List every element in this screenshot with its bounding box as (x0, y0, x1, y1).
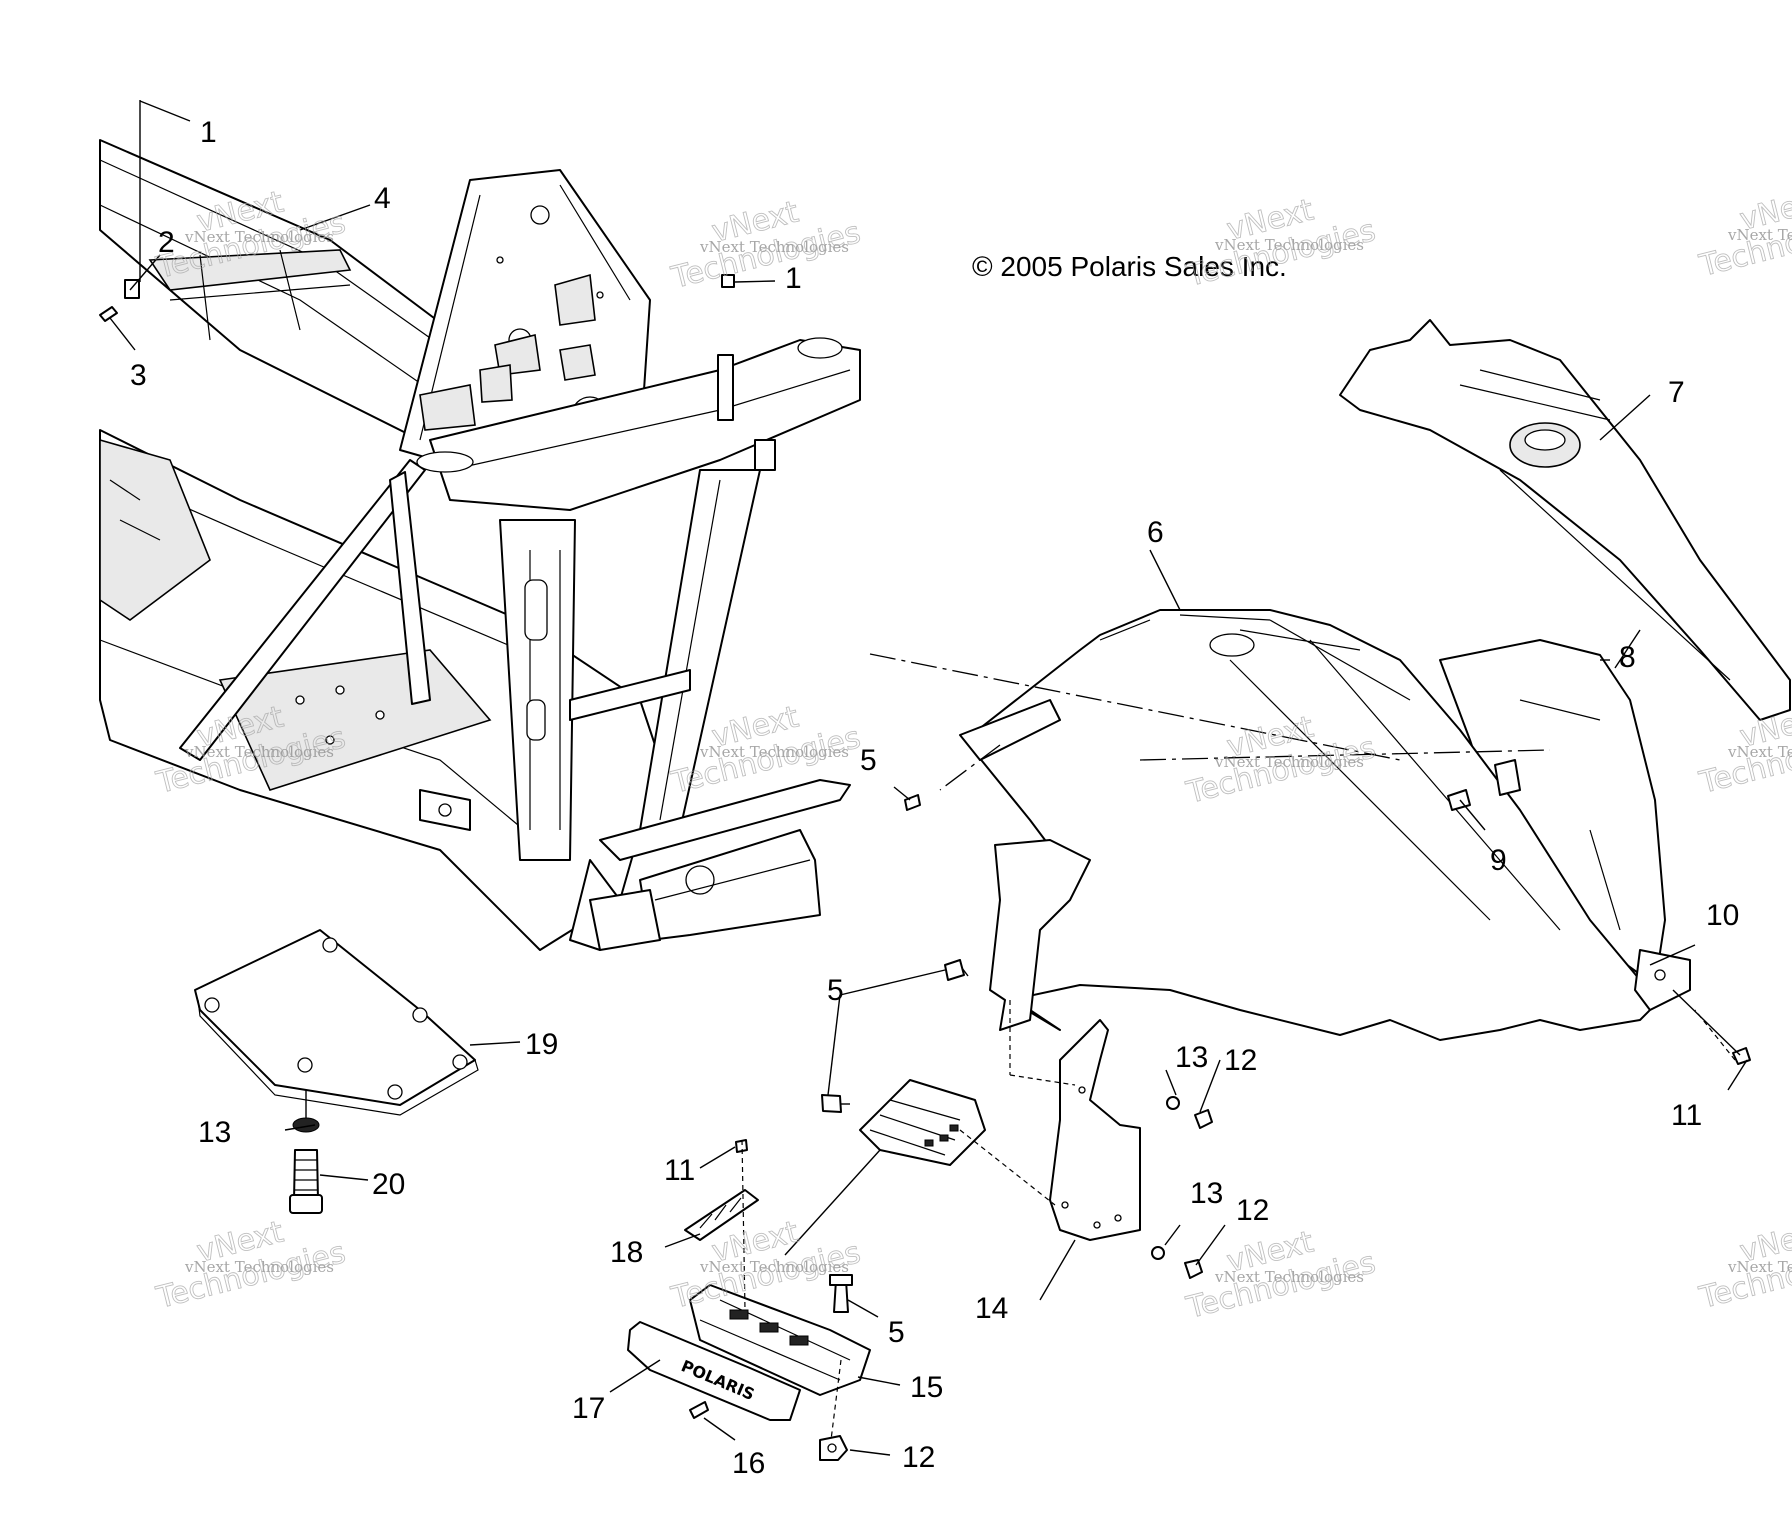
svg-text:vNext Technologies: vNext Technologies (1214, 236, 1364, 254)
watermark-stamp: vNext Technologies vNext Technologies (152, 1214, 349, 1316)
leader-lines (109, 100, 1748, 1456)
frame-assembly (99, 139, 861, 951)
callout-9: 9 (1490, 844, 1507, 877)
callout-7: 7 (1668, 376, 1685, 409)
callout-10: 10 (1706, 899, 1739, 932)
callout-15: 15 (910, 1371, 943, 1404)
callout-3: 3 (130, 359, 147, 392)
callout-1: 1 (785, 262, 802, 295)
skid-plate (194, 929, 479, 1116)
callout-4: 4 (374, 182, 391, 215)
callout-13: 13 (1190, 1177, 1223, 1210)
svg-text:vNext Technologies: vNext Technologies (699, 743, 849, 761)
footrest-bracket (859, 1079, 986, 1166)
callout-13: 13 (198, 1116, 231, 1149)
callout-17: 17 (572, 1392, 605, 1425)
front-fender (959, 609, 1691, 1041)
svg-text:vNext Technologies: vNext Technologies (184, 743, 334, 761)
callout-5: 5 (827, 974, 844, 1007)
svg-text:vNext Technologies: vNext Technologies (1727, 226, 1792, 244)
callout-13: 13 (1175, 1041, 1208, 1074)
callout-20: 20 (372, 1168, 405, 1201)
callout-12: 12 (902, 1441, 935, 1474)
mud-flap (1049, 1019, 1141, 1241)
svg-text:vNext Technologies: vNext Technologies (1214, 753, 1364, 771)
svg-text:vNext Technologies: vNext Technologies (699, 238, 849, 256)
alignment-line (869, 653, 1401, 761)
fender-top-panel (1339, 319, 1791, 721)
watermark-stamp: vNext Technologies vNext Technologies (1695, 1214, 1792, 1316)
watermark-stamp: vNext Technologies vNext Technologies (1695, 182, 1792, 284)
watermark-stamp: vNext Technologies vNext Technologies (1695, 699, 1792, 801)
callout-5: 5 (888, 1316, 905, 1349)
callout-5: 5 (860, 744, 877, 777)
callout-12: 12 (1224, 1044, 1257, 1077)
svg-text:vNext Technologies: vNext Technologies (1727, 743, 1792, 761)
callout-6: 6 (1147, 516, 1164, 549)
callout-1: 1 (200, 116, 217, 149)
stud-assembly (289, 1090, 323, 1214)
copyright-notice: © 2005 Polaris Sales Inc. (972, 251, 1287, 282)
alignment-line (939, 744, 1001, 791)
footrest-assembly: POLARIS (627, 1189, 871, 1421)
callout-8: 8 (1619, 641, 1636, 674)
callout-16: 16 (732, 1447, 765, 1480)
callout-18: 18 (610, 1236, 643, 1269)
callout-14: 14 (975, 1292, 1008, 1325)
svg-text:vNext Technologies: vNext Technologies (1214, 1268, 1364, 1286)
alignment-line (1139, 749, 1551, 761)
callout-11: 11 (664, 1154, 695, 1187)
callout-12: 12 (1236, 1194, 1269, 1227)
callout-2: 2 (158, 226, 175, 259)
callout-19: 19 (525, 1028, 558, 1061)
watermark-stamp: vNext Technologies vNext Technologies (1182, 1224, 1379, 1326)
svg-text:vNext Technologies: vNext Technologies (184, 1258, 334, 1276)
svg-text:vNext Technologies: vNext Technologies (184, 228, 334, 246)
callout-11: 11 (1671, 1099, 1702, 1132)
svg-text:vNext Technologies: vNext Technologies (1727, 1258, 1792, 1276)
callout-labels: 1 1 2 3 4 5 5 5 6 7 8 9 10 11 11 12 12 1… (130, 116, 1739, 1480)
svg-text:vNext Technologies: vNext Technologies (699, 1258, 849, 1276)
